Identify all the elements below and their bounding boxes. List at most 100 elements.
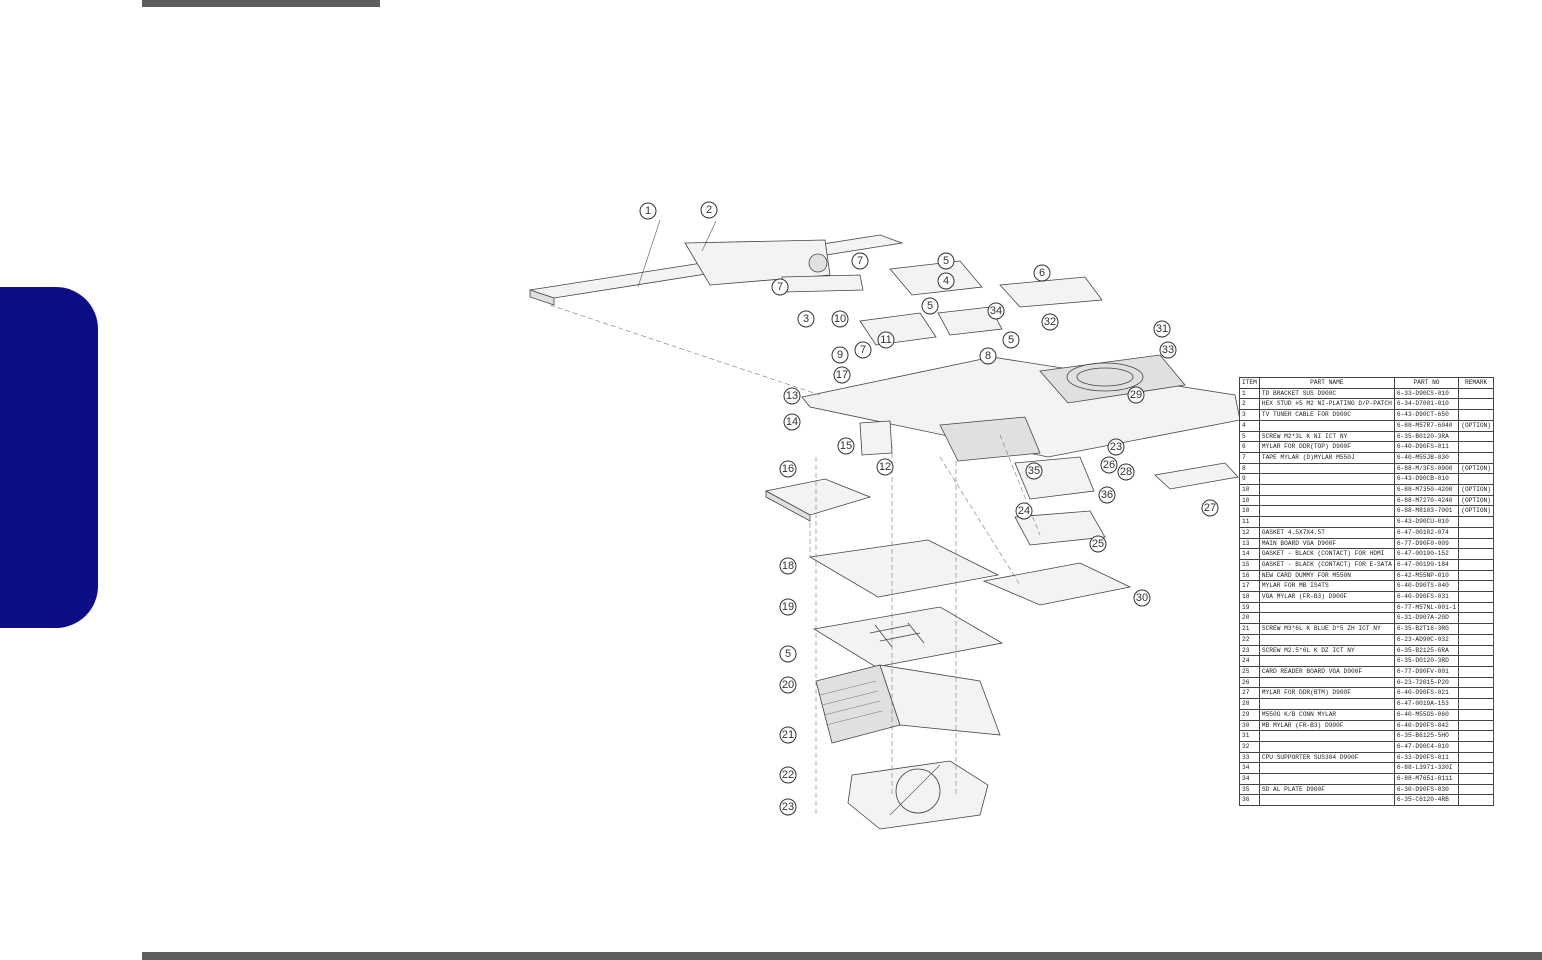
svg-text:23: 23: [782, 801, 794, 813]
svg-text:7: 7: [860, 344, 866, 356]
remark-cell: [1458, 730, 1494, 742]
part-name-cell: GASKET 4.5X7X4.5T: [1258, 526, 1395, 539]
item-cell: 10: [1239, 484, 1260, 496]
callout-36: 36: [1098, 486, 1116, 504]
item-cell: 27: [1239, 687, 1260, 700]
svg-text:28: 28: [1120, 466, 1132, 478]
svg-text:25: 25: [1092, 538, 1104, 550]
part-no-cell: 6-47-00190-152: [1393, 548, 1460, 560]
remark-cell: [1458, 644, 1494, 657]
callout-21: 21: [779, 726, 797, 744]
part-no-cell: 6-35-B2T16-3RG: [1393, 623, 1460, 635]
part-name-cell: MAIN BOARD VGA D900F: [1258, 537, 1395, 550]
part-no-cell: 6-47-0019A-153: [1393, 698, 1460, 710]
callout-7c: 7: [854, 341, 872, 359]
exploded-parts-diagram: 1 2 5 7 4 6 7 3 5 34 10 32 31 11 7 5 8 3…: [529, 201, 1240, 830]
remark-cell: [1458, 473, 1494, 486]
footer-rule: [142, 952, 1542, 960]
part-name-cell: TAPE MYLAR (D)MYLAR M550J: [1258, 451, 1395, 464]
item-cell: 25: [1239, 665, 1260, 678]
vga-mylar: [808, 539, 1000, 598]
ddr-mylar-top: [999, 276, 1103, 308]
item-cell: 36: [1239, 794, 1260, 807]
remark-cell: [1458, 601, 1494, 614]
item-cell: 31: [1239, 730, 1260, 742]
item-cell: 2: [1239, 398, 1260, 411]
part-name-cell: [1258, 505, 1395, 518]
part-no-cell: 6-88-M7350-4200: [1393, 484, 1460, 496]
part-no-cell: 6-40-M55GS-060: [1393, 708, 1460, 721]
part-name-cell: SCREW M2*3L K NI ICT NY: [1258, 430, 1395, 443]
callout-7b: 7: [771, 278, 789, 296]
part-name-cell: SCREW M2.5*6L K DZ ICT NY: [1258, 644, 1395, 657]
part-no-cell: 6-47-00190-184: [1393, 558, 1460, 571]
callout-31: 31: [1153, 320, 1171, 338]
callout-20: 20: [779, 676, 797, 694]
svg-text:13: 13: [786, 390, 798, 402]
callout-1: 1: [639, 202, 657, 220]
part-name-cell: [1258, 773, 1395, 785]
item-cell: 1: [1239, 387, 1260, 400]
svg-text:26: 26: [1103, 459, 1115, 471]
remark-cell: [1458, 441, 1494, 453]
svg-text:5: 5: [785, 648, 791, 660]
item-cell: 34: [1239, 762, 1260, 775]
callout-15: 15: [837, 437, 855, 455]
callout-bubbles: 1 2 5 7 4 6 7 3 5 34 10 32 31 11 7 5 8 3…: [639, 201, 1219, 816]
callout-35: 35: [1025, 462, 1043, 480]
item-cell: 11: [1239, 516, 1260, 528]
svg-text:27: 27: [1204, 502, 1216, 514]
part-name-cell: NEW CARD DUMMY FOR M550N: [1258, 569, 1395, 582]
part-no-cell: 6-35-B6125-5HO: [1393, 730, 1460, 742]
callout-23b: 23: [779, 798, 797, 816]
part-no-cell: 6-40-D90FS-021: [1393, 687, 1460, 700]
callout-11: 11: [877, 331, 895, 349]
part-name-cell: [1258, 633, 1395, 646]
part-no-cell: 6-88-M/3FS-0900: [1393, 462, 1460, 475]
part-no-cell: 6-88-M57R7-6040: [1393, 419, 1460, 432]
remark-cell: (OPTION): [1458, 505, 1494, 518]
remark-cell: [1458, 740, 1494, 753]
callout-29: 29: [1127, 386, 1145, 404]
remark-cell: [1458, 558, 1494, 571]
callout-16: 16: [779, 460, 797, 478]
svg-text:18: 18: [782, 560, 794, 572]
item-cell: 6: [1239, 441, 1260, 453]
part-no-cell: 6-47-D90C4-010: [1393, 740, 1460, 753]
svg-text:22: 22: [782, 769, 794, 781]
item-cell: 15: [1239, 558, 1260, 571]
table-row: 32 6-47-D90C4-010: [1239, 740, 1494, 753]
part-name-cell: [1258, 698, 1395, 710]
part-no-cell: 6-35-B2125-6RA: [1393, 644, 1460, 657]
part-name-cell: MYLAR FOR DDR(BTM) D900F: [1258, 687, 1395, 700]
hex-stud-bracket: [684, 239, 831, 286]
cpu-supporter: [1039, 354, 1186, 404]
remark-cell: [1458, 516, 1494, 528]
callout-24: 24: [1015, 502, 1033, 520]
remark-cell: [1458, 580, 1494, 593]
part-name-cell: [1258, 419, 1395, 432]
part-no-cell: 6-42-M55NP-010: [1393, 569, 1460, 582]
callout-10: 10: [831, 310, 849, 328]
item-cell: 16: [1239, 569, 1260, 582]
item-cell: 32: [1239, 740, 1260, 753]
part-name-cell: [1258, 462, 1395, 475]
part-no-cell: 6-23-72015-P20: [1393, 676, 1460, 689]
part-no-cell: 6-88-M7270-4240: [1393, 494, 1460, 507]
callout-30: 30: [1133, 589, 1151, 607]
part-name-cell: MB MYLAR (FR-B3) D900F: [1258, 719, 1395, 732]
part-no-cell: 6-47-00102-074: [1393, 526, 1460, 539]
item-cell: 4: [1239, 419, 1260, 432]
remark-cell: [1458, 623, 1494, 635]
svg-text:14: 14: [786, 416, 798, 428]
